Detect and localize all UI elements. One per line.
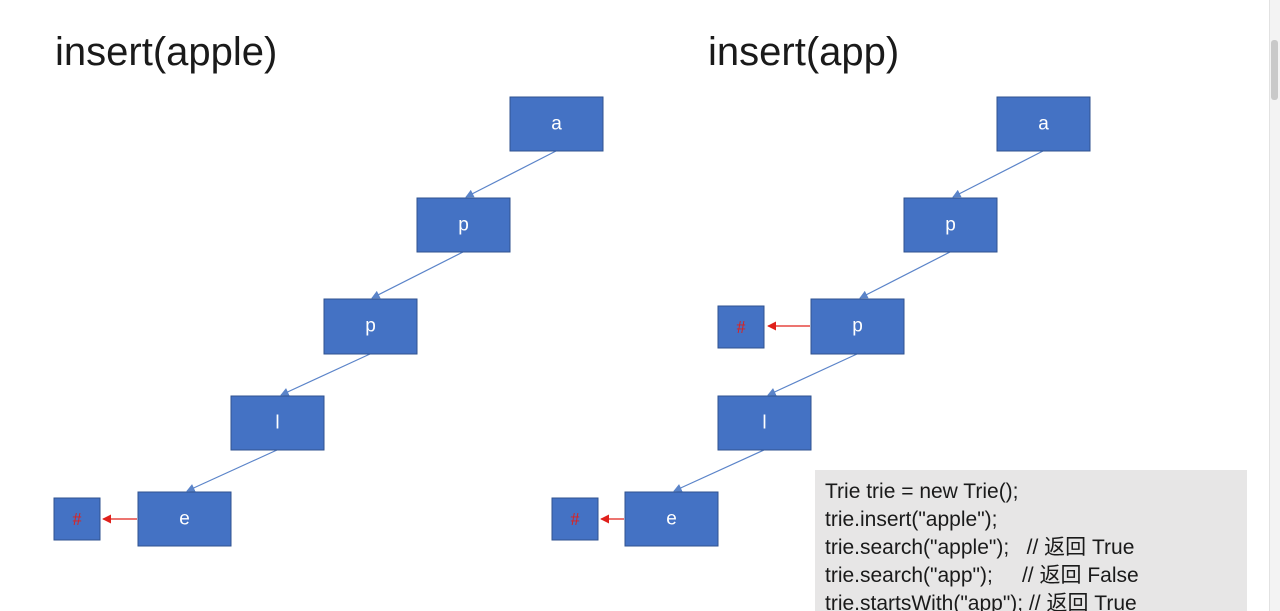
right-node-l: l: [717, 395, 812, 451]
right-trie: a p p l e # #: [551, 96, 1091, 547]
code-line-4: trie.search("app"); // 返回 False: [825, 564, 1139, 587]
right-edge-a-p: [952, 150, 1044, 198]
svg-text:p: p: [852, 316, 863, 337]
left-node-l: l: [230, 395, 325, 451]
scrollbar-track[interactable]: [1269, 0, 1280, 611]
scrollbar-thumb[interactable]: [1271, 40, 1278, 100]
left-terminal-node: #: [53, 497, 101, 541]
right-node-e: e: [624, 491, 719, 547]
left-edge-p-p: [371, 251, 464, 299]
right-edge-p-p: [859, 251, 951, 299]
left-panel-title: insert(apple): [55, 30, 278, 74]
svg-text:l: l: [275, 413, 279, 434]
left-edge-p-l: [280, 353, 371, 396]
right-node-p2: p: [810, 298, 905, 355]
svg-text:#: #: [73, 509, 82, 529]
code-example-box: Trie trie = new Trie(); trie.insert("app…: [815, 470, 1247, 611]
left-node-a: a: [509, 96, 604, 152]
right-node-a: a: [996, 96, 1091, 152]
left-node-e: e: [137, 491, 232, 547]
left-edge-l-e: [186, 449, 278, 492]
code-line-3: trie.search("apple"); // 返回 True: [825, 536, 1135, 559]
svg-text:p: p: [458, 215, 469, 236]
code-line-5: trie.startsWith("app"); // 返回 True: [825, 592, 1137, 611]
right-terminal-node-e: #: [551, 497, 599, 541]
svg-text:e: e: [666, 509, 677, 530]
svg-text:p: p: [365, 316, 376, 337]
code-line-2: trie.insert("apple");: [825, 508, 998, 531]
code-line-1: Trie trie = new Trie();: [825, 480, 1019, 503]
svg-text:#: #: [737, 317, 746, 337]
svg-text:a: a: [1038, 114, 1049, 135]
svg-text:p: p: [945, 215, 956, 236]
left-node-p1: p: [416, 197, 511, 253]
left-trie: a p p l e #: [53, 96, 604, 547]
right-panel-title: insert(app): [708, 30, 900, 74]
right-terminal-node-p: #: [717, 305, 765, 349]
right-edge-p-l: [767, 353, 858, 396]
svg-text:e: e: [179, 509, 190, 530]
right-node-p1: p: [903, 197, 998, 253]
left-node-p2: p: [323, 298, 418, 355]
right-edge-l-e: [673, 449, 765, 492]
svg-text:#: #: [571, 509, 580, 529]
svg-text:l: l: [762, 413, 766, 434]
svg-text:a: a: [551, 114, 562, 135]
left-edge-a-p: [465, 150, 557, 198]
